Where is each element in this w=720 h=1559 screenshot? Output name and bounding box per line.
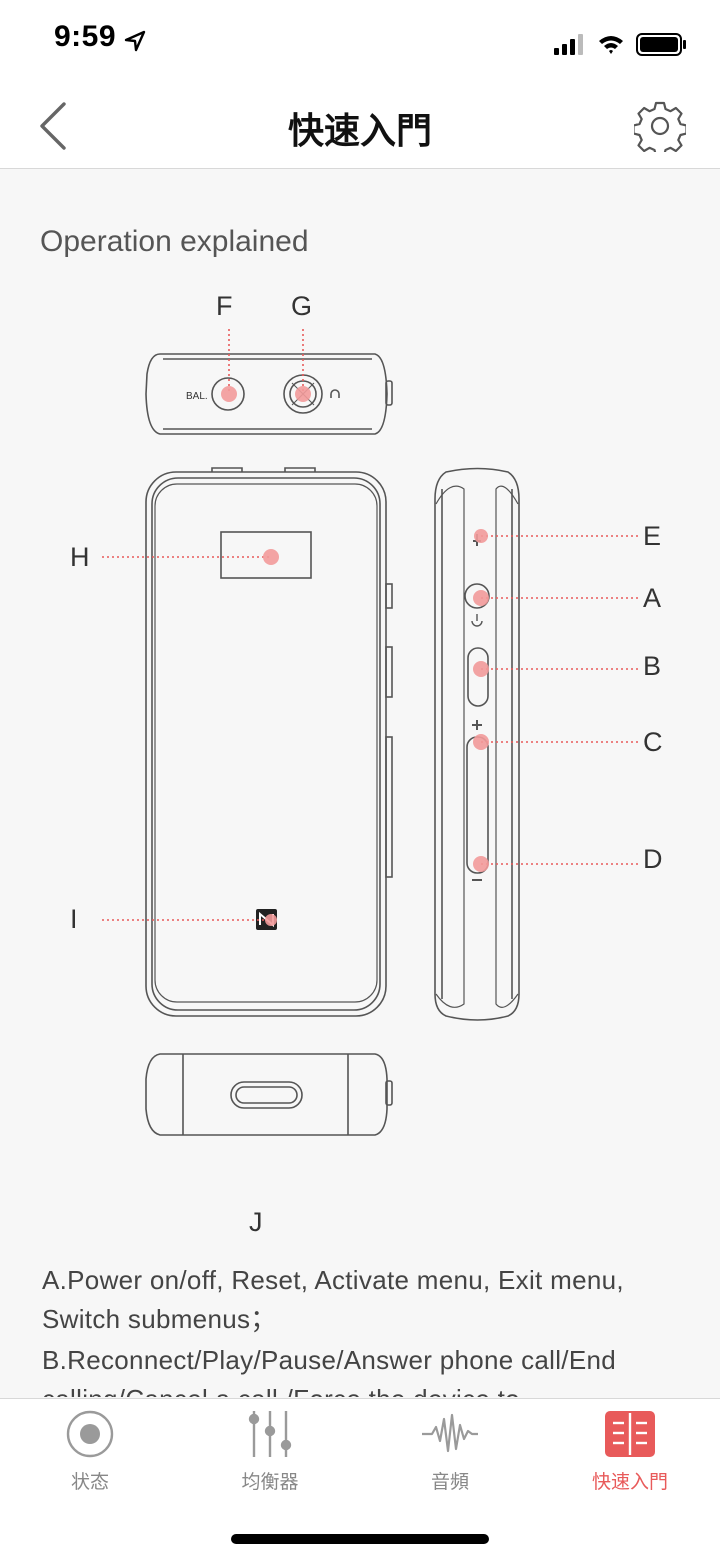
tab-label-status: 状态 <box>70 1472 109 1493</box>
marker-a <box>473 590 489 606</box>
bal-label: BAL. <box>186 391 208 402</box>
device-diagram: BAL. <box>70 291 663 1237</box>
status-bar: 9:59 <box>0 0 720 80</box>
leader-lines <box>102 329 638 921</box>
equalizer-sliders-icon <box>248 1411 292 1457</box>
record-icon <box>66 1410 114 1458</box>
tab-status[interactable]: 状态 <box>0 1409 180 1499</box>
label-c: C <box>643 727 663 757</box>
marker-c <box>473 734 489 750</box>
book-icon <box>605 1411 655 1457</box>
label-g: G <box>291 291 312 321</box>
tab-label-equalizer: 均衡器 <box>241 1472 299 1493</box>
home-indicator[interactable] <box>231 1534 489 1544</box>
marker-b <box>473 661 489 677</box>
page-title: 快速入門 <box>287 110 432 151</box>
tab-equalizer[interactable]: 均衡器 <box>180 1409 360 1499</box>
label-j: J <box>249 1207 263 1237</box>
markers <box>221 386 489 926</box>
marker-h <box>263 549 279 565</box>
status-time: 9:59 <box>54 20 117 53</box>
signal-icon <box>554 34 583 55</box>
waveform-icon <box>422 1413 478 1453</box>
device-top-view <box>145 353 393 435</box>
marker-e <box>474 529 488 543</box>
operation-descriptions: A.Power on/off, Reset, Activate menu, Ex… <box>42 1261 682 1397</box>
tab-label-audio: 音頻 <box>430 1472 469 1493</box>
section-title: Operation explained <box>40 225 309 258</box>
status-icons <box>554 33 686 56</box>
marker-i <box>265 914 277 926</box>
label-i: I <box>70 904 78 934</box>
device-front-view <box>145 467 393 1017</box>
tab-audio[interactable]: 音頻 <box>360 1409 540 1499</box>
description-b: B.Reconnect/Play/Pause/Answer phone call… <box>42 1345 616 1397</box>
tab-label-quick-start: 快速入門 <box>591 1472 668 1493</box>
description-a: A.Power on/off, Reset, Activate menu, Ex… <box>42 1265 624 1334</box>
back-button[interactable] <box>30 98 80 154</box>
device-bottom-view <box>145 1053 393 1136</box>
label-d: D <box>643 844 663 874</box>
content-area[interactable]: Operation explained BAL. <box>0 169 720 1397</box>
settings-button[interactable] <box>632 100 688 158</box>
label-b: B <box>643 651 661 681</box>
marker-d <box>473 856 489 872</box>
tab-bar: 状态 均衡器 音頻 快速入門 <box>0 1398 720 1559</box>
marker-f <box>221 386 237 402</box>
label-e: E <box>643 521 661 551</box>
location-arrow-icon <box>124 30 146 52</box>
label-h: H <box>70 542 90 572</box>
tab-quick-start[interactable]: 快速入門 <box>540 1409 720 1499</box>
label-a: A <box>643 583 661 613</box>
nav-bar: 快速入門 <box>0 80 720 169</box>
marker-g <box>295 386 311 402</box>
battery-icon <box>636 33 686 56</box>
wifi-icon <box>599 36 623 54</box>
gear-icon <box>632 101 688 158</box>
label-f: F <box>216 291 233 321</box>
chevron-left-icon <box>40 102 66 150</box>
